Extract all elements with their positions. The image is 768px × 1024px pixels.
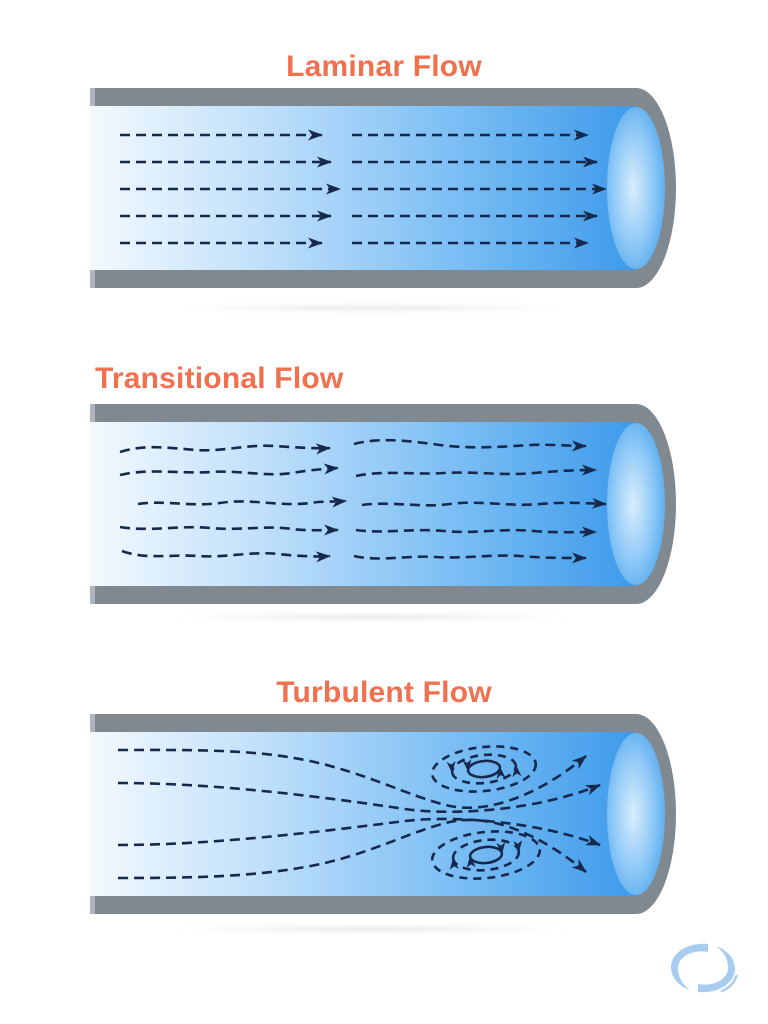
streamline bbox=[119, 524, 339, 536]
transitional-flow-title: Transitional Flow bbox=[95, 362, 344, 395]
transitional-streamlines bbox=[119, 438, 607, 564]
streamline bbox=[353, 438, 587, 452]
pipe-end-cap bbox=[607, 107, 665, 269]
streamline bbox=[117, 818, 587, 880]
streamline bbox=[355, 464, 597, 478]
streamline bbox=[353, 552, 587, 564]
swirl-logo bbox=[671, 943, 738, 993]
transitional-pipe bbox=[90, 404, 676, 604]
streamline bbox=[119, 463, 339, 477]
upper-vortex bbox=[430, 745, 538, 793]
pipe-end-cap bbox=[607, 733, 665, 895]
pipe-end-cap bbox=[607, 423, 665, 585]
laminar-pipe bbox=[90, 88, 676, 288]
logo-crescent-upper bbox=[671, 943, 708, 990]
streamline bbox=[137, 496, 347, 508]
streamline bbox=[361, 497, 607, 509]
streamline bbox=[121, 549, 331, 563]
laminar-flow-title: Laminar Flow bbox=[286, 50, 482, 83]
turbulent-flow-title: Turbulent Flow bbox=[276, 676, 492, 709]
pipe-body bbox=[90, 714, 676, 914]
lower-vortex bbox=[430, 830, 542, 880]
turbulent-pipe bbox=[90, 714, 676, 914]
logo-crescent-lower bbox=[698, 946, 735, 993]
streamline bbox=[117, 817, 601, 847]
logo-accent-arc bbox=[720, 974, 738, 993]
streamline bbox=[117, 748, 587, 810]
streamline bbox=[355, 526, 597, 538]
pipe-shadow bbox=[92, 612, 652, 622]
streamline bbox=[117, 781, 601, 814]
laminar-streamlines bbox=[120, 129, 607, 249]
turbulent-streamlines bbox=[117, 748, 601, 880]
streamline bbox=[119, 443, 331, 455]
pipe-shadow bbox=[92, 303, 652, 313]
pipe-shadow bbox=[92, 924, 652, 934]
